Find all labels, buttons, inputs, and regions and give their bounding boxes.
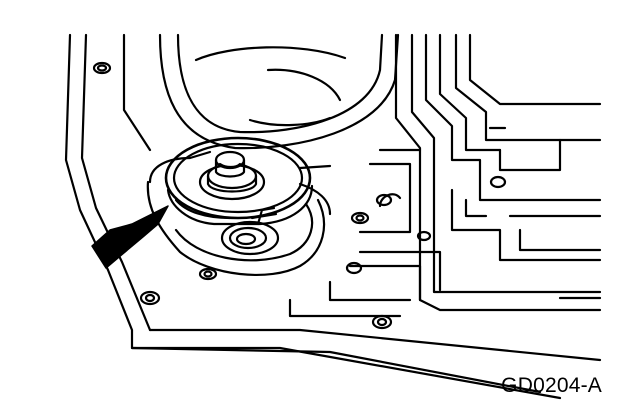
bolt-holes	[92, 61, 507, 330]
valve-body-passages	[288, 33, 602, 318]
piston-plate-outer	[164, 136, 312, 220]
case-housing-outline	[64, 33, 602, 400]
figure-id-label: GD0204-A	[501, 374, 602, 397]
servo-port	[220, 220, 280, 256]
bolt-hole	[139, 290, 161, 306]
arrow-shape	[91, 205, 169, 269]
upper-bore	[158, 33, 400, 150]
bolt-hole	[489, 175, 507, 189]
bolt-hole	[371, 314, 393, 330]
bolt-hole	[375, 193, 393, 207]
bolt-hole	[92, 61, 112, 75]
servo-piston-assembly	[164, 136, 314, 226]
bolt-hole	[350, 211, 370, 225]
bolt-hole	[416, 230, 432, 242]
bolt-hole	[345, 261, 363, 275]
bolt-hole	[198, 267, 218, 281]
pointer-arrow	[91, 205, 169, 269]
